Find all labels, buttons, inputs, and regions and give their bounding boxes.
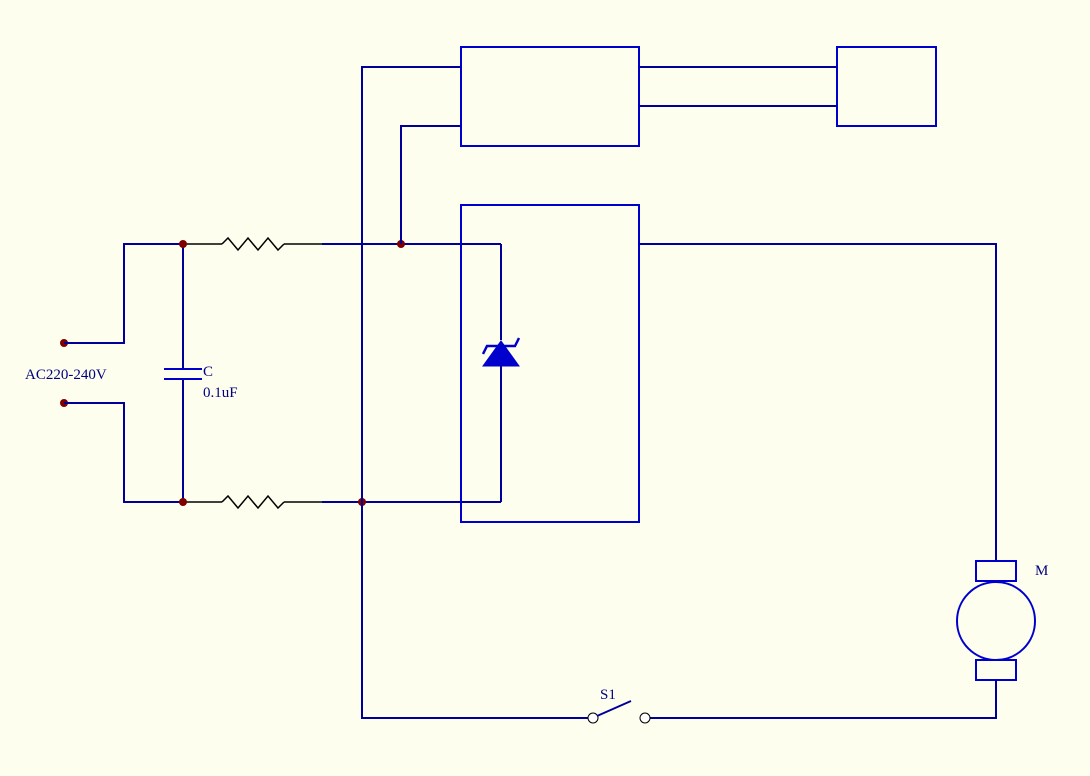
switch-lever — [596, 700, 632, 717]
ac-supply-terminals — [60, 243, 183, 503]
motor-circle — [956, 581, 1036, 661]
switch-contact-left — [587, 712, 599, 724]
resistor-top — [183, 236, 501, 252]
motor-brush-top — [975, 560, 1017, 582]
triac-module — [460, 204, 640, 523]
switch-contact-right — [639, 712, 651, 724]
output-module — [836, 46, 937, 127]
resistor-bottom — [183, 494, 501, 510]
wire-switch-left — [361, 502, 593, 719]
control-module — [460, 46, 640, 147]
wire-supply-top — [64, 243, 183, 344]
resistor-top-zigzag — [221, 236, 285, 252]
zener-bar — [481, 337, 521, 355]
wire-control-return — [361, 66, 461, 502]
resistor-bottom-zigzag — [221, 494, 285, 510]
capacitor — [164, 244, 202, 502]
switch-label: S1 — [600, 687, 616, 703]
wire-supply-bottom — [64, 402, 183, 503]
wire-switch-right — [645, 680, 997, 719]
motor-brush-bottom — [975, 659, 1017, 681]
wire-control-feed — [400, 125, 461, 244]
zener-diode — [481, 244, 521, 502]
junction-node-cap-top — [179, 240, 187, 248]
capacitor-value-label: 0.1uF — [203, 385, 238, 401]
zener-triangle — [482, 340, 520, 367]
capacitor-name-label: C — [203, 364, 213, 380]
supply-voltage-label: AC220-240V — [25, 367, 107, 383]
junction-node-cap-bottom — [179, 498, 187, 506]
wire-motor-feed — [639, 243, 997, 561]
motor — [956, 560, 1036, 681]
switch — [587, 700, 651, 724]
motor-label: M — [1035, 563, 1048, 579]
